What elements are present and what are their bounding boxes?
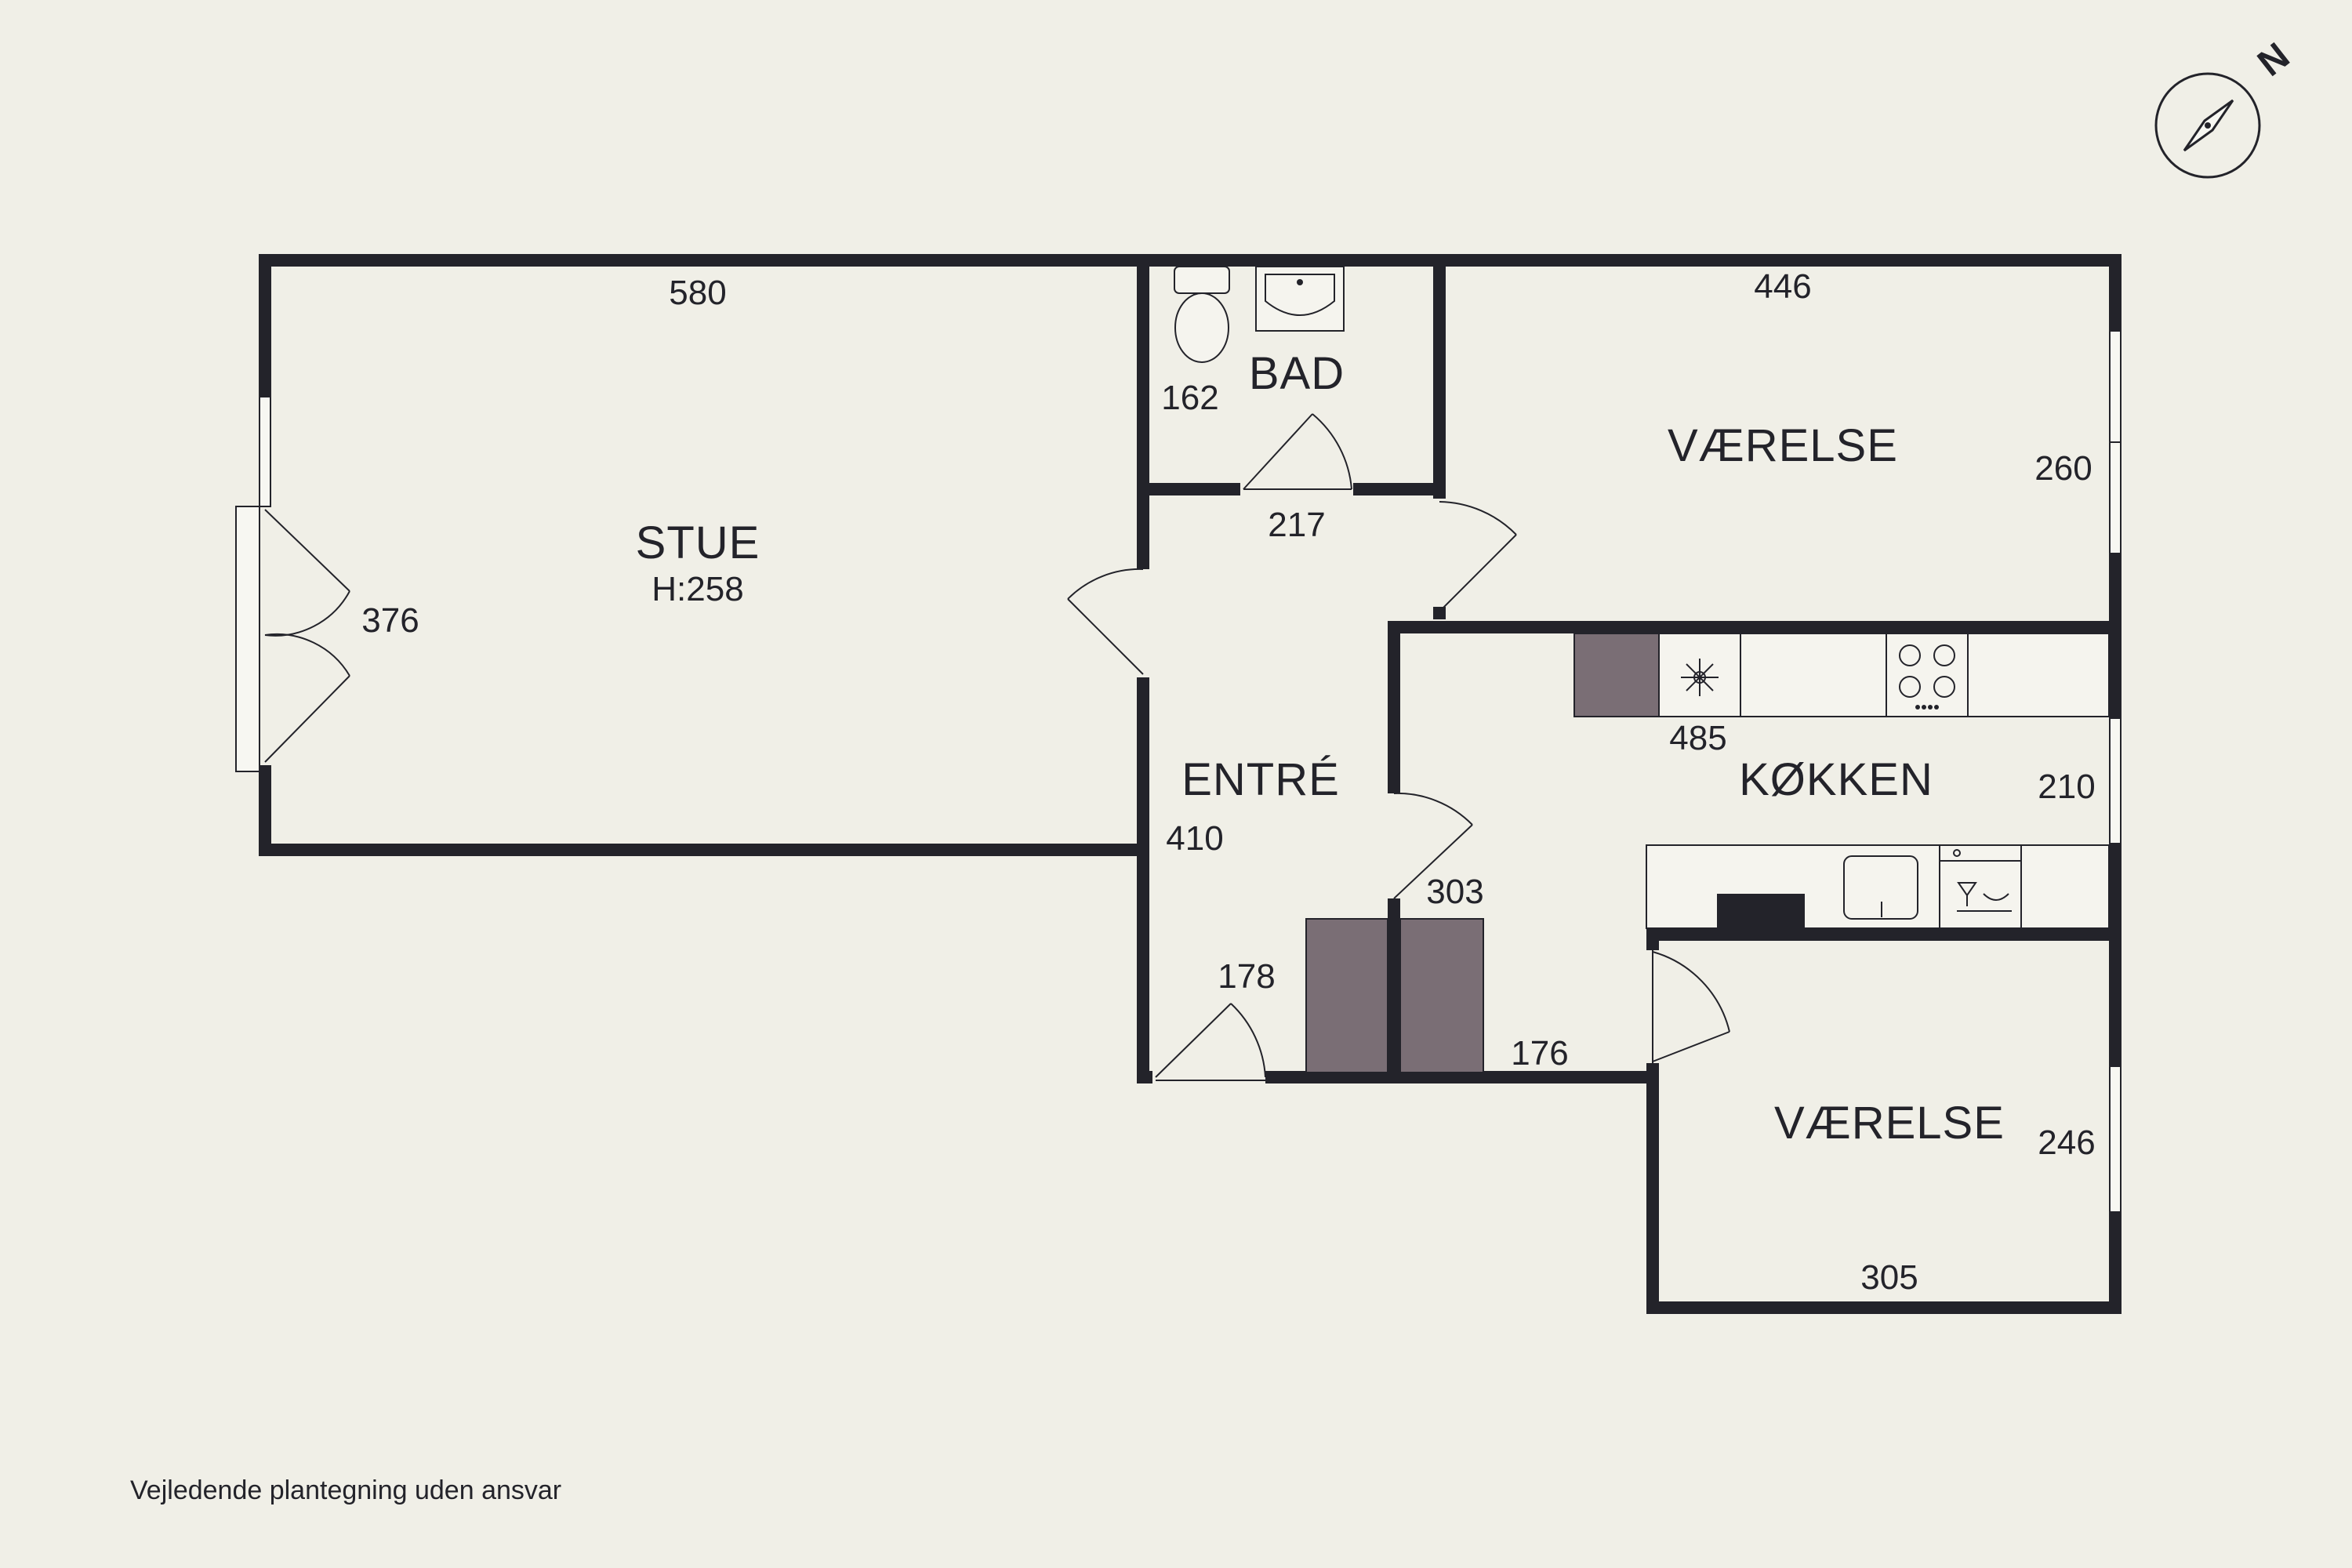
balcony-double-door bbox=[264, 509, 350, 763]
stue-door bbox=[1067, 568, 1144, 675]
room-label-vaerelse-1: VÆRELSE bbox=[1668, 420, 1898, 471]
dimension-label: 376 bbox=[361, 601, 419, 640]
wardrobe bbox=[1305, 918, 1388, 1073]
dimension-label: 178 bbox=[1218, 957, 1275, 996]
dishwasher-icon bbox=[1939, 844, 2022, 929]
walls bbox=[259, 254, 2122, 1314]
koekken-door bbox=[1393, 792, 1473, 899]
kitchen-counter bbox=[1646, 844, 2110, 929]
windows bbox=[235, 330, 2122, 1213]
dimension-label: 485 bbox=[1669, 719, 1726, 757]
stove-icon bbox=[1886, 633, 1969, 717]
dimension-label: 246 bbox=[2038, 1123, 2095, 1162]
dimension-label: 305 bbox=[1860, 1258, 1918, 1297]
dimension-label: 580 bbox=[669, 274, 726, 312]
vaerelse-2-window bbox=[2109, 1065, 2122, 1213]
ceiling-height: H:258 bbox=[652, 570, 743, 608]
doors bbox=[264, 413, 1730, 1081]
room-label-koekken: KØKKEN bbox=[1739, 754, 1933, 805]
compass: N bbox=[2154, 35, 2297, 179]
dimension-label: 446 bbox=[1754, 267, 1811, 306]
vaerelse-1-window bbox=[2109, 330, 2122, 443]
stue-window bbox=[235, 506, 260, 772]
compass-ring bbox=[2154, 72, 2261, 179]
dimension-label: 260 bbox=[2034, 449, 2092, 488]
dimension-label: 303 bbox=[1426, 873, 1483, 911]
cabinet bbox=[1573, 633, 1660, 717]
dimension-label: 176 bbox=[1511, 1034, 1568, 1073]
dimension-labels: 580 376 162 217 446 260 485 210 410 303 … bbox=[361, 267, 2095, 1297]
dimension-label: 217 bbox=[1268, 506, 1325, 544]
room-label-entre: ENTRÉ bbox=[1181, 754, 1340, 805]
wardrobe bbox=[1399, 918, 1484, 1073]
entrance-door bbox=[1155, 1003, 1266, 1081]
freezer-icon bbox=[1658, 633, 1741, 717]
room-label-stue: STUE bbox=[636, 517, 760, 568]
kitchen-fixtures bbox=[1573, 633, 2110, 933]
bathroom-fixtures bbox=[1174, 266, 1345, 363]
dimension-label: 162 bbox=[1161, 379, 1218, 417]
north-label: N bbox=[2250, 35, 2297, 85]
dimension-label: 410 bbox=[1166, 819, 1223, 858]
bad-door bbox=[1243, 413, 1352, 490]
room-label-vaerelse-2: VÆRELSE bbox=[1774, 1098, 2005, 1149]
vaerelse-2-door bbox=[1652, 950, 1730, 1063]
sink-icon bbox=[1843, 855, 1918, 920]
wardrobes bbox=[1305, 918, 1484, 1073]
toilet-icon bbox=[1174, 266, 1230, 363]
room-label-bad: BAD bbox=[1249, 348, 1345, 399]
room-labels: STUE H:258 BAD VÆRELSE ENTRÉ KØKKEN VÆRE… bbox=[636, 348, 2005, 1149]
koekken-window bbox=[2109, 717, 2122, 844]
dimension-label: 210 bbox=[2038, 768, 2095, 806]
vaerelse-1-window bbox=[2109, 441, 2122, 554]
stue-window bbox=[259, 396, 271, 507]
disclaimer-text: Vejledende plantegning uden ansvar bbox=[130, 1475, 561, 1505]
vaerelse-1-door bbox=[1439, 501, 1517, 612]
oven-icon bbox=[1717, 894, 1805, 933]
sink-icon bbox=[1255, 266, 1345, 332]
